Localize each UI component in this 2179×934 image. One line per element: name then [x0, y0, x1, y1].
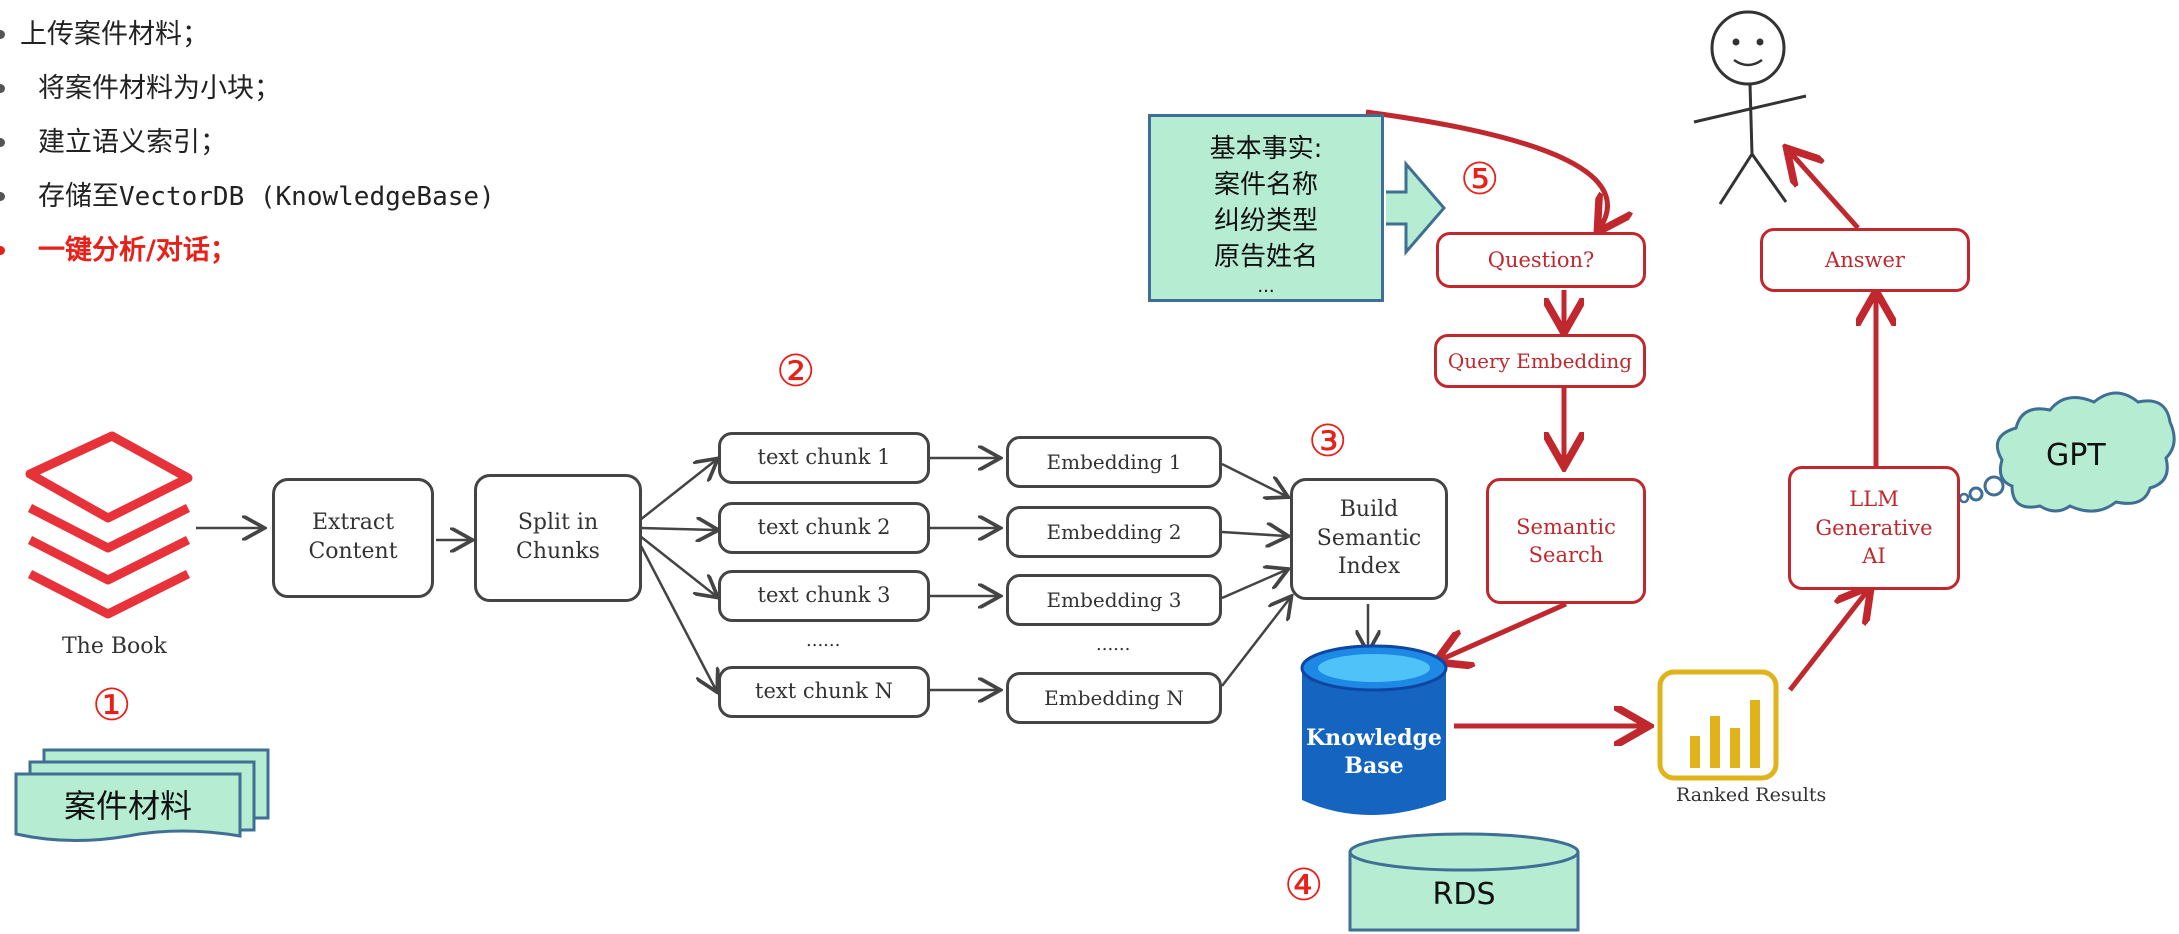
arrow	[1221, 532, 1286, 536]
text-chunk-box: text chunk N	[718, 666, 930, 718]
step-label: 一键分析/对话；	[38, 235, 237, 266]
embedding-ellipsis: ......	[1096, 634, 1131, 655]
arrow	[639, 535, 716, 596]
step-item: 将案件材料为小块；	[0, 62, 495, 116]
gpt-label: GPT	[2046, 438, 2106, 473]
embedding-box: Embedding 1	[1006, 436, 1222, 488]
facts-arrow	[1386, 159, 1446, 257]
marker-1: ①	[92, 680, 132, 731]
case-documents-icon	[14, 748, 270, 843]
query-embedding-box: Query Embedding	[1434, 334, 1646, 388]
rds-database-icon	[1348, 832, 1580, 932]
bullet-icon	[0, 192, 5, 201]
arrow	[639, 460, 716, 521]
marker-5: ⑤	[1460, 154, 1500, 205]
llm-generative-ai-box: LLM Generative AI	[1788, 466, 1960, 590]
arrow	[1221, 570, 1286, 600]
semantic-search-box: Semantic Search	[1486, 478, 1646, 604]
facts-item: ...	[1257, 276, 1275, 297]
book-label: The Book	[62, 634, 167, 659]
build-semantic-index-box: Build Semantic Index	[1290, 478, 1448, 600]
knowledge-base-label: Knowledge Base	[1306, 725, 1442, 779]
embedding-box: Embedding N	[1006, 672, 1222, 724]
step-item: 一键分析/对话；	[0, 224, 495, 278]
text-chunk-box: text chunk 2	[718, 502, 930, 554]
marker-4: ④	[1284, 860, 1324, 911]
arrow	[1365, 109, 1607, 228]
basic-facts-box: 基本事实: 案件名称 纠纷类型 原告姓名 ...	[1148, 114, 1384, 302]
step-item: 建立语义索引；	[0, 116, 495, 170]
knowledge-base-icon	[1300, 644, 1448, 815]
embedding-box: Embedding 2	[1006, 506, 1222, 558]
arrow	[639, 528, 716, 530]
chunk-ellipsis: ......	[806, 630, 841, 651]
arrow	[1790, 152, 1860, 230]
step-code-label: VectorDB (KnowledgeBase)	[119, 182, 495, 212]
case-documents-label: 案件材料	[63, 787, 192, 825]
step-label: 建立语义索引；	[38, 127, 227, 158]
book-stack-icon	[25, 431, 193, 619]
embedding-box: Embedding 3	[1006, 574, 1222, 626]
text-chunk-box: text chunk 3	[718, 570, 930, 622]
bullet-icon	[0, 84, 5, 93]
facts-item: 原告姓名	[1213, 242, 1318, 272]
arrow	[1440, 601, 1568, 660]
step-label: 将案件材料为小块；	[38, 73, 281, 104]
bullet-icon	[0, 138, 5, 147]
gpt-cloud-icon	[1958, 391, 2176, 513]
answer-box: Answer	[1760, 228, 1970, 292]
split-chunks-box: Split in Chunks	[474, 474, 642, 602]
step-label: 存储至	[38, 181, 119, 212]
step-list: 上传案件材料； 将案件材料为小块； 建立语义索引； 存储至VectorDB (K…	[0, 8, 495, 278]
marker-3: ③	[1308, 416, 1348, 467]
step-item: 存储至VectorDB (KnowledgeBase)	[0, 170, 495, 224]
ranked-results-label: Ranked Results	[1676, 784, 1827, 806]
step-item: 上传案件材料；	[0, 8, 495, 62]
bullet-icon	[0, 30, 5, 39]
arrow	[1221, 462, 1286, 496]
arrow	[1788, 590, 1868, 692]
user-figure-icon	[1693, 10, 1807, 205]
step-label: 上传案件材料；	[20, 19, 209, 50]
facts-title: 基本事实:	[1209, 134, 1323, 164]
marker-2: ②	[776, 346, 816, 397]
facts-item: 案件名称	[1213, 170, 1318, 200]
extract-content-box: Extract Content	[272, 478, 434, 598]
bullet-icon	[0, 246, 5, 255]
arrow	[1221, 598, 1290, 687]
facts-item: 纠纷类型	[1213, 206, 1318, 236]
arrow	[638, 543, 716, 690]
ranked-results-icon	[1657, 669, 1779, 781]
question-box: Question?	[1436, 232, 1646, 288]
rds-label: RDS	[1432, 876, 1496, 912]
text-chunk-box: text chunk 1	[718, 432, 930, 484]
